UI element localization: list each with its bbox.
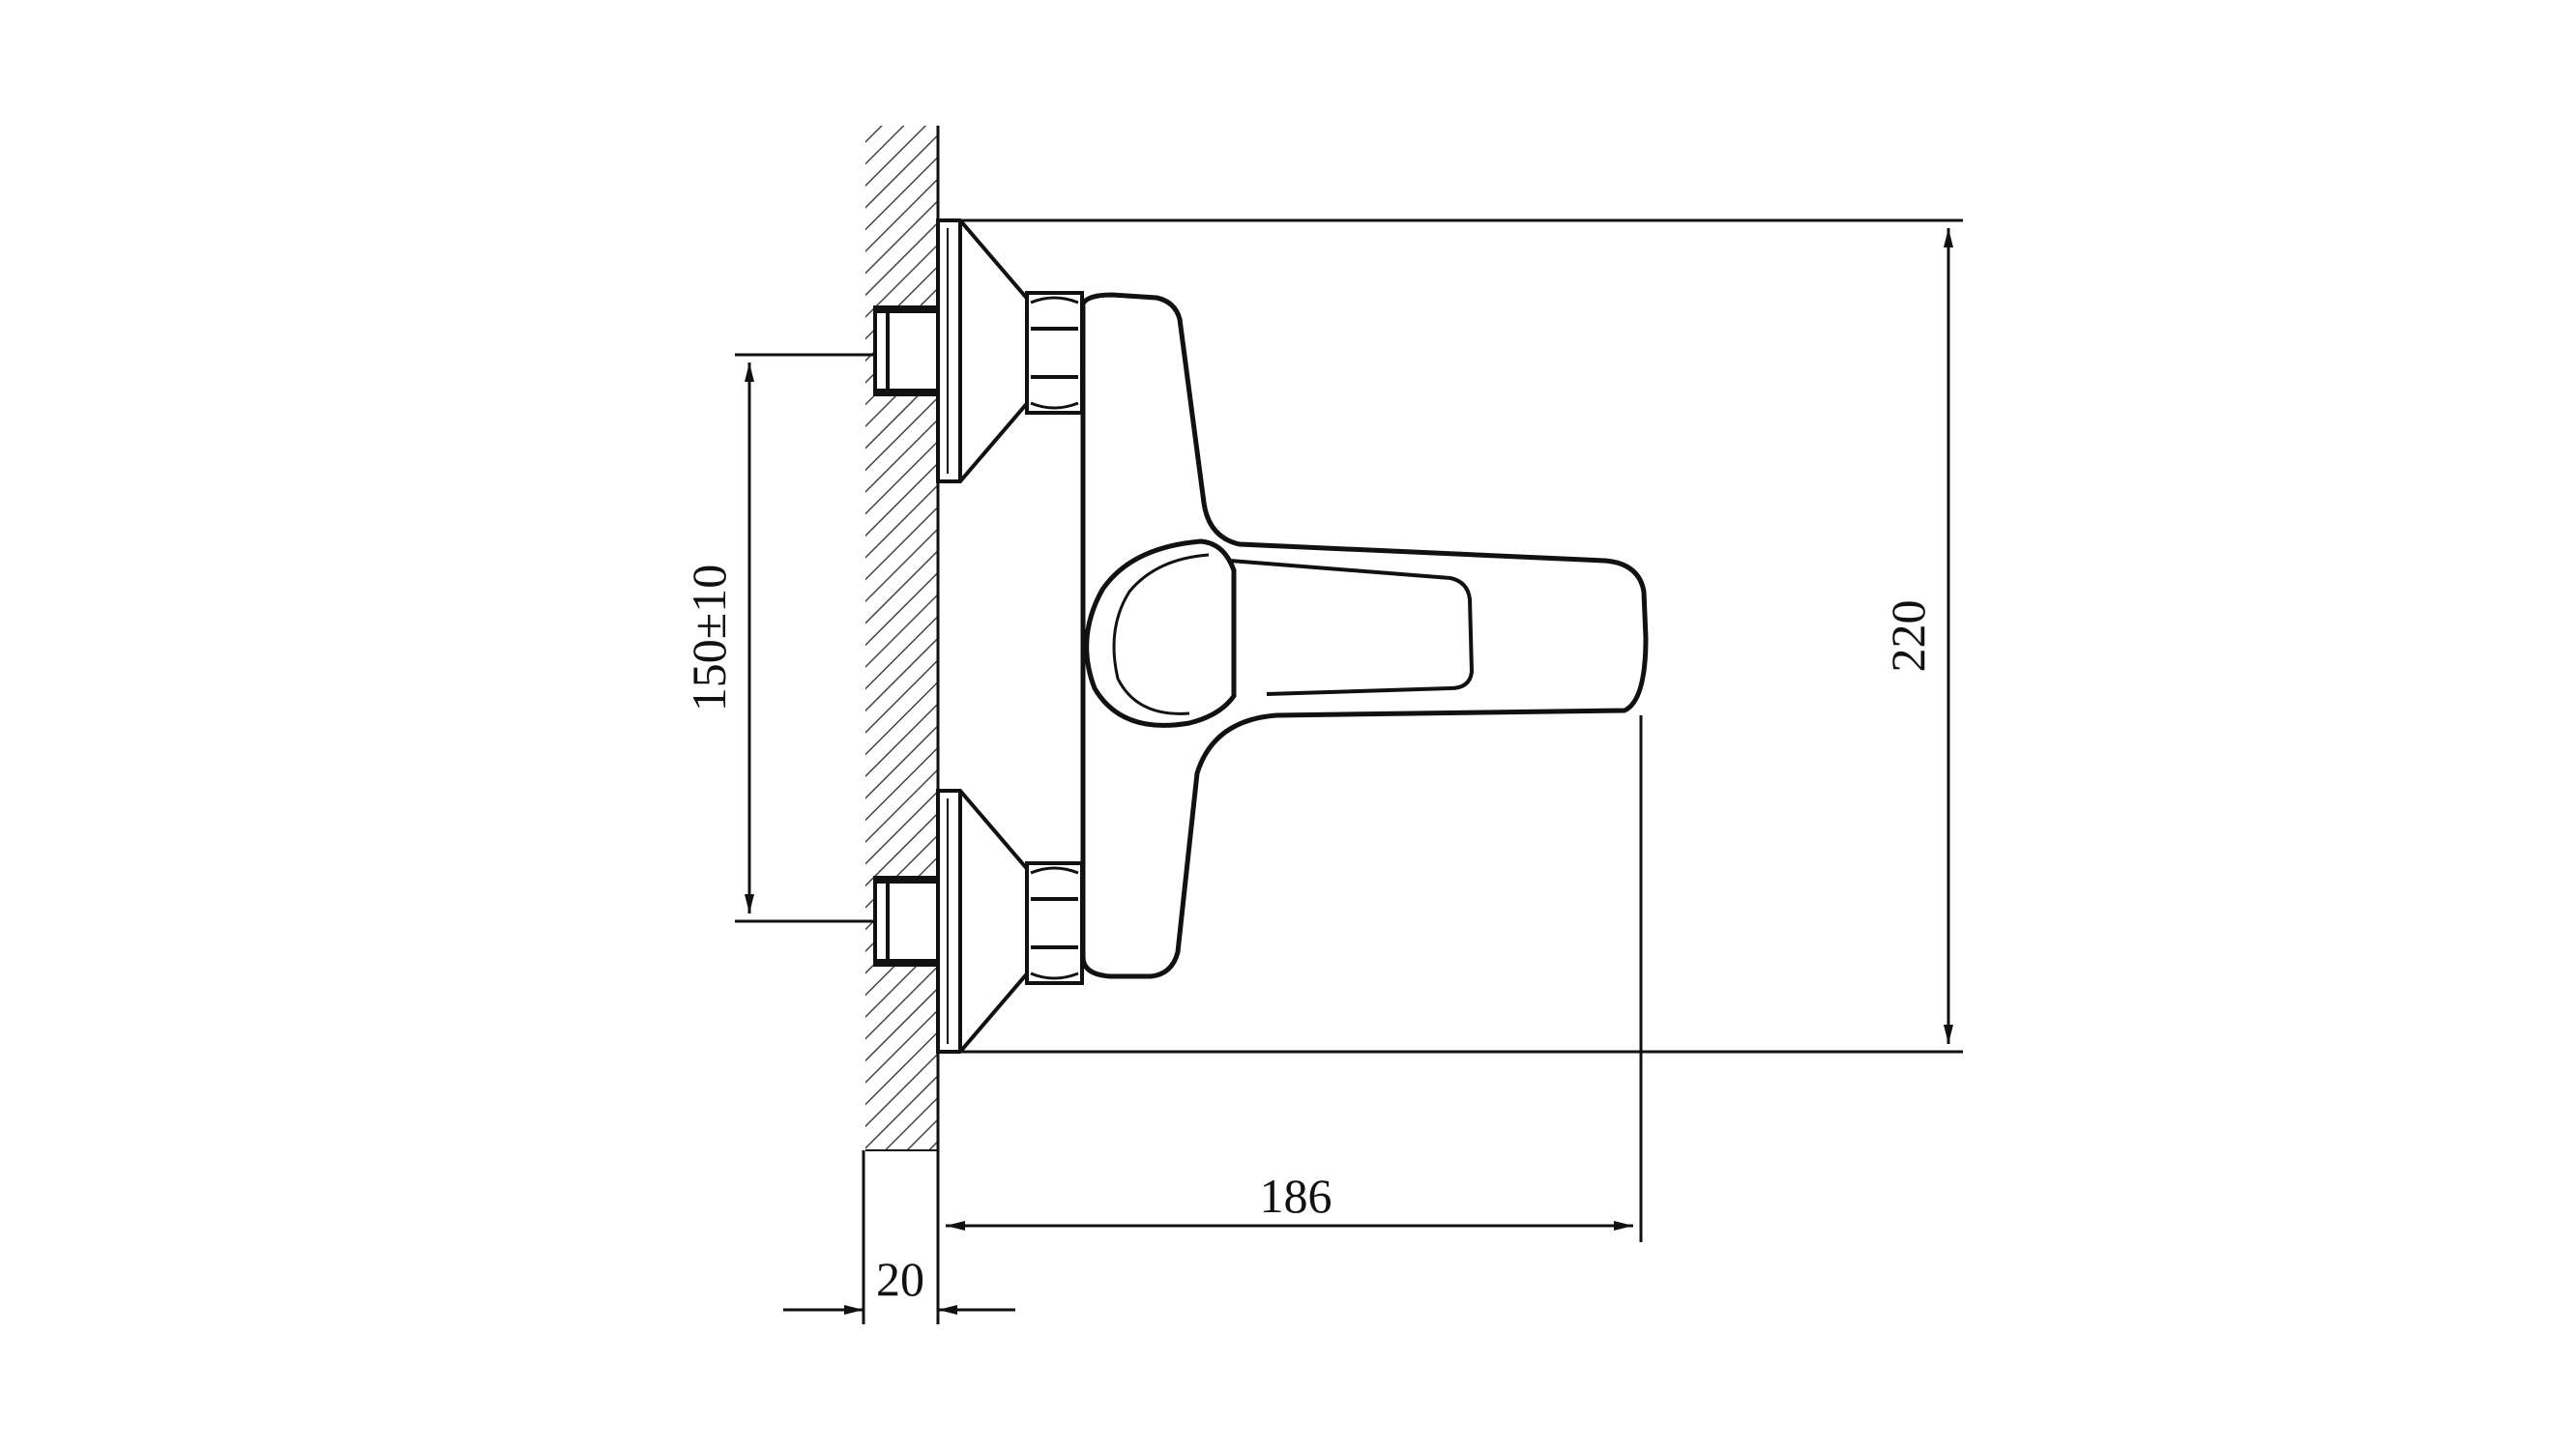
top-hex-nut: [1025, 291, 1084, 415]
dim-wall-offset: 20: [876, 1252, 924, 1306]
dim-overall-height: 220: [1881, 600, 1935, 673]
dim-inlet-spacing: 150±10: [682, 565, 736, 711]
top-inlet-pipe: [873, 305, 940, 396]
bottom-escutcheon: [936, 789, 1037, 1054]
bottom-hex-nut: [1025, 861, 1084, 985]
bottom-inlet-pipe: [873, 876, 940, 967]
mixer-body: [1080, 292, 1649, 979]
top-escutcheon: [936, 218, 1037, 483]
dim-projection: 186: [1260, 1169, 1332, 1223]
lever-handle: [1229, 559, 1474, 696]
cartridge-dome: [1084, 538, 1237, 728]
wall-section: [865, 126, 940, 1151]
dimension-lines: [735, 218, 1963, 1324]
